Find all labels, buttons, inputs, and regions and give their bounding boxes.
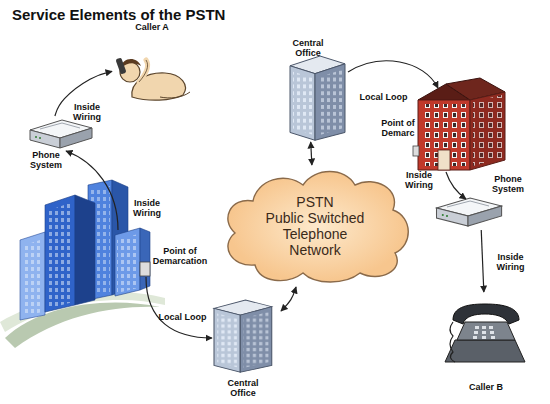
customer-office-building <box>45 195 75 312</box>
callout-label: Local Loop <box>356 92 411 102</box>
central-office-building <box>293 72 312 135</box>
central-office-building <box>214 300 272 372</box>
node-label: Phone System <box>26 150 66 170</box>
node-label: Phone System <box>488 174 528 194</box>
network-cloud: PSTNPublic Switched Telephone Network <box>215 165 415 287</box>
phone-system-box <box>30 120 92 148</box>
customer-office-building <box>140 228 150 290</box>
wiring-connector <box>311 142 312 165</box>
central-office-node: Central Office <box>205 298 281 400</box>
central-office-node: Central Office <box>268 36 348 142</box>
connector-label: Inside Wiring <box>488 252 533 272</box>
callout-label: Local Loop <box>155 312 210 322</box>
demarcation-box <box>413 146 419 156</box>
customer-office-building <box>47 202 73 309</box>
callout-label: Inside Wiring <box>398 170 440 190</box>
node-label: Caller A <box>122 22 182 32</box>
node-label: Caller B <box>461 382 511 392</box>
telephone-set <box>474 331 478 334</box>
customer-office-building <box>20 232 45 320</box>
telephone-set <box>482 331 486 334</box>
network-label: Public Switched Telephone Network <box>260 210 370 258</box>
central-office-building <box>214 308 240 372</box>
inside-wiring-line <box>446 172 466 199</box>
central-office-building <box>243 312 268 368</box>
central-office-building <box>240 307 272 373</box>
telephone-set <box>453 304 519 324</box>
local-loop-line <box>146 277 212 338</box>
telephone-set <box>445 304 525 362</box>
local-loop-line <box>348 61 438 88</box>
phone-system-box <box>442 214 444 216</box>
phone-system-box <box>468 206 502 226</box>
caller-a-figure <box>139 60 148 82</box>
node-label: Central Office <box>218 378 268 398</box>
residence-building <box>473 95 502 166</box>
telephone-set <box>475 326 479 329</box>
diagram-title: Service Elements of the PSTN <box>12 6 225 23</box>
central-office-building <box>290 56 345 140</box>
callout-label: Point of Demarc <box>378 118 418 138</box>
phone-system-node: Phone System <box>10 116 82 172</box>
residence-building <box>413 78 505 170</box>
phone-system-node: Phone System <box>430 172 530 230</box>
customer-office-building <box>75 195 95 305</box>
phone-system-box <box>60 128 92 148</box>
wiring-connector <box>281 287 296 311</box>
telephone-set <box>491 336 495 339</box>
demarcation-box <box>140 262 150 276</box>
network-label: PSTN <box>260 194 370 210</box>
customer-office-building <box>115 228 140 296</box>
cloud-shape <box>228 172 408 283</box>
telephone-set <box>473 336 477 339</box>
phone-system-box <box>30 130 60 148</box>
customer-office-building <box>117 234 138 293</box>
phone-system-box <box>40 123 80 129</box>
caller-a-figure <box>115 57 126 74</box>
caller-a-figure <box>139 60 148 82</box>
caller-node: Caller B <box>440 292 532 394</box>
residence-building <box>470 92 505 170</box>
central-office-building <box>318 70 342 136</box>
inside-wiring-line <box>66 151 118 230</box>
telephone-set <box>490 331 494 334</box>
telephone-set <box>457 322 515 340</box>
phone-system-box <box>446 215 448 217</box>
phone-system-box <box>437 208 469 226</box>
node-label: Central Office <box>283 38 333 58</box>
callout-label: Inside Wiring <box>126 198 168 218</box>
caller-a-figure <box>160 92 190 98</box>
phone-system-box <box>39 137 41 139</box>
wiring-connector <box>481 230 484 292</box>
caller-a-figure <box>115 57 190 100</box>
residence-building <box>418 100 470 170</box>
central-office-building <box>217 313 237 367</box>
telephone-set <box>445 340 525 362</box>
telephone-set <box>482 326 486 329</box>
central-office-building <box>290 66 315 140</box>
central-office-building <box>315 64 345 140</box>
connector-group <box>55 71 484 311</box>
phone-system-box <box>35 136 37 138</box>
telephone-set <box>450 322 455 362</box>
callout-label: Point of Demarcation <box>150 246 210 266</box>
telephone-set <box>489 326 493 329</box>
customer-office-building <box>22 239 43 316</box>
phone-system-box <box>437 198 502 226</box>
residence-building <box>438 150 450 170</box>
telephone-set <box>482 336 486 339</box>
phone-system-box <box>447 201 489 207</box>
caller-node: Caller A <box>112 20 192 104</box>
connector-label: Inside Wiring <box>66 102 108 122</box>
